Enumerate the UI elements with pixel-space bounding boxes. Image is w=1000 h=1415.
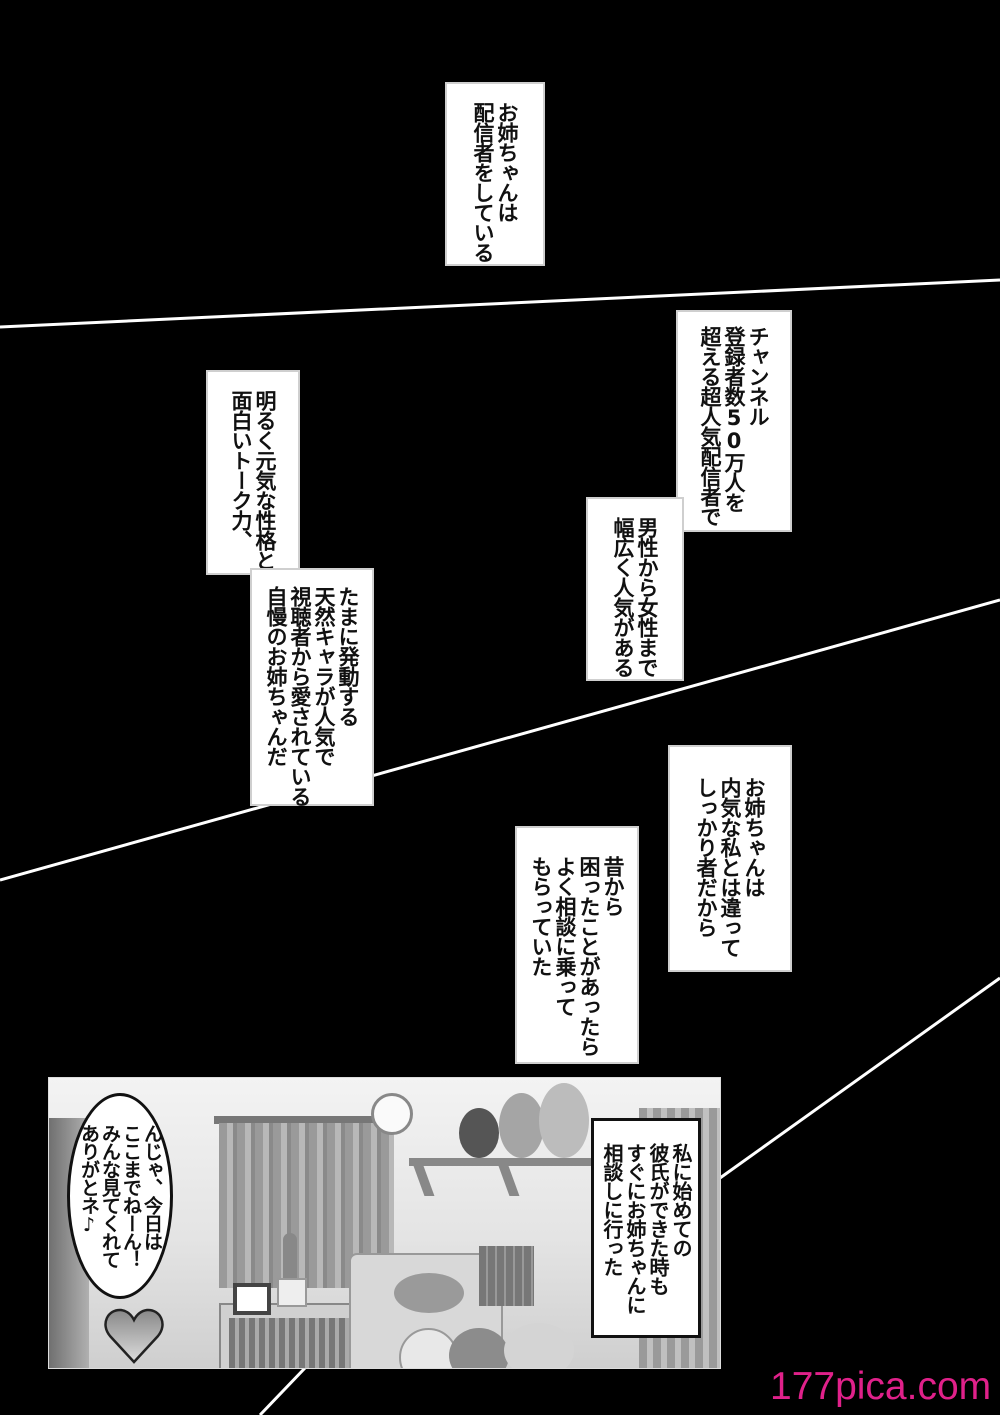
bedroom-panel: んじゃ、今日は ここまでねーん！ みんな見てくれて ありがとネ♪ 私に始めての … xyxy=(48,1077,721,1369)
caption-text: 男性から女性まで 幅広く人気がある xyxy=(611,517,659,677)
caption-box-7: 昔から 困ったことがあったら よく相談に乗って もらっていた xyxy=(515,826,639,1064)
caption-text: 昔から 困ったことがあったら よく相談に乗って もらっていた xyxy=(529,856,625,1056)
caption-text: お姉ちゃんは 配信者をしている xyxy=(471,102,519,262)
plush-toy xyxy=(504,1323,574,1368)
watermark: 177pica.com xyxy=(770,1365,992,1408)
plush-toy xyxy=(539,1083,589,1158)
caption-box-3: 明るく元気な性格と 面白いトーク力、 xyxy=(206,370,300,575)
caption-box-4: 男性から女性まで 幅広く人気がある xyxy=(586,497,684,681)
speech-text: んじゃ、今日は ここまでねーん！ みんな見てくれて ありがとネ♪ xyxy=(78,1124,163,1268)
photo-frame xyxy=(233,1283,271,1315)
caption-box-1: お姉ちゃんは 配信者をしている xyxy=(445,82,545,266)
plush-toy xyxy=(449,1328,509,1368)
books xyxy=(229,1318,369,1368)
plush-toy xyxy=(394,1273,464,1313)
caption-box-5: たまに発動する 天然キャラが人気で 視聴者から愛されている 自慢のお姉ちゃんだ xyxy=(250,568,374,806)
caption-text: たまに発動する 天然キャラが人気で 視聴者から愛されている 自慢のお姉ちゃんだ xyxy=(264,586,360,806)
caption-text: チャンネル 登録者数50万人を 超える超人気配信者で xyxy=(698,326,770,526)
caption-box-6: お姉ちゃんは 内気な私とは違って しっかり者だから xyxy=(668,745,792,972)
heart-icon xyxy=(104,1308,164,1364)
plant-pot xyxy=(277,1278,307,1307)
shelf-bracket xyxy=(413,1166,435,1196)
books xyxy=(479,1246,534,1306)
plush-toy xyxy=(499,1093,544,1158)
caption-text: 明るく元気な性格と 面白いトーク力、 xyxy=(229,390,277,570)
plush-toy xyxy=(459,1108,499,1158)
speech-bubble: んじゃ、今日は ここまでねーん！ みんな見てくれて ありがとネ♪ xyxy=(67,1093,173,1299)
wall-shelf xyxy=(409,1158,624,1166)
curtain-rod xyxy=(214,1116,399,1124)
cactus-plant xyxy=(283,1233,297,1281)
narration-box: 私に始めての 彼氏ができた時も すぐにお姉ちゃんに 相談しに行った xyxy=(591,1118,701,1338)
caption-box-2: チャンネル 登録者数50万人を 超える超人気配信者で xyxy=(676,310,792,532)
narration-text: 私に始めての 彼氏ができた時も すぐにお姉ちゃんに 相談しに行った xyxy=(600,1143,693,1314)
clock-icon xyxy=(371,1093,413,1135)
shelf-bracket xyxy=(498,1166,520,1196)
caption-text: お姉ちゃんは 内気な私とは違って しっかり者だから xyxy=(694,777,766,957)
